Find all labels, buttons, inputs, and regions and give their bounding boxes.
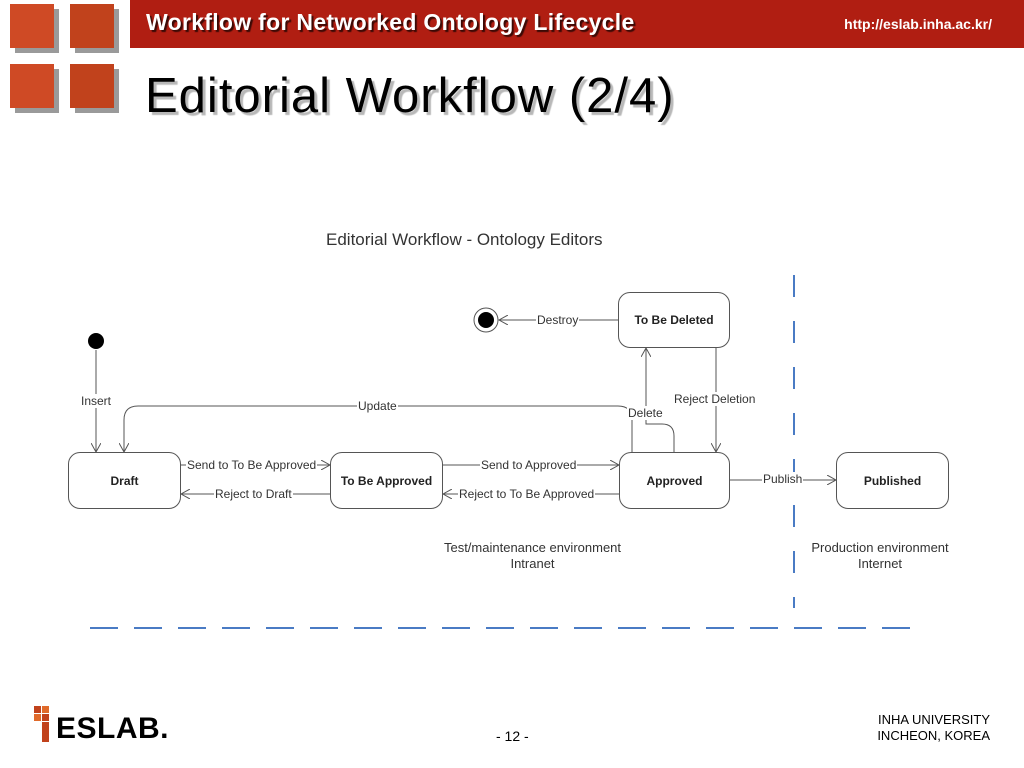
label-update: Update: [357, 399, 398, 413]
label-send-to-tba: Send to To Be Approved: [186, 458, 318, 472]
decor-square: [70, 4, 119, 53]
page-number: - 12 -: [496, 728, 529, 744]
eslab-logo-icon: [34, 706, 49, 742]
env-prod-line1: Production environment: [811, 540, 949, 555]
university-info: INHA UNIVERSITY INCHEON, KOREA: [877, 712, 990, 744]
label-reject-to-tba: Reject to To Be Approved: [458, 487, 596, 501]
university-location: INCHEON, KOREA: [877, 728, 990, 743]
slide-title: Editorial Workflow (2/4): [145, 69, 675, 123]
env-test: Test/maintenance environment Intranet: [420, 540, 645, 572]
state-draft: Draft: [68, 452, 181, 509]
diagram-title: Editorial Workflow - Ontology Editors: [326, 230, 603, 249]
eslab-logo-text: ESLAB.: [56, 712, 170, 745]
decor-square: [70, 64, 119, 113]
decor-square: [10, 4, 59, 53]
university-name: INHA UNIVERSITY: [878, 712, 990, 727]
label-reject-deletion: Reject Deletion: [673, 392, 757, 406]
header-banner: Workflow for Networked Ontology Lifecycl…: [130, 0, 1024, 48]
label-insert: Insert: [80, 394, 113, 408]
env-test-line1: Test/maintenance environment: [443, 540, 622, 555]
banner-title: Workflow for Networked Ontology Lifecycl…: [146, 9, 635, 35]
state-to-be-deleted: To Be Deleted: [618, 292, 730, 348]
decor-square: [10, 64, 59, 113]
env-prod: Production environment Internet: [800, 540, 960, 572]
state-approved: Approved: [619, 452, 730, 509]
state-to-be-approved: To Be Approved: [330, 452, 443, 509]
label-delete: Delete: [627, 406, 664, 420]
label-send-to-approved: Send to Approved: [480, 458, 578, 472]
banner-url: http://eslab.inha.ac.kr/: [844, 16, 992, 32]
state-published: Published: [836, 452, 949, 509]
env-prod-line2: Internet: [857, 556, 903, 571]
initial-node: [88, 333, 104, 349]
label-reject-to-draft: Reject to Draft: [214, 487, 293, 501]
label-publish: Publish: [762, 472, 804, 486]
label-destroy: Destroy: [536, 313, 580, 327]
env-test-line2: Intranet: [510, 556, 555, 571]
